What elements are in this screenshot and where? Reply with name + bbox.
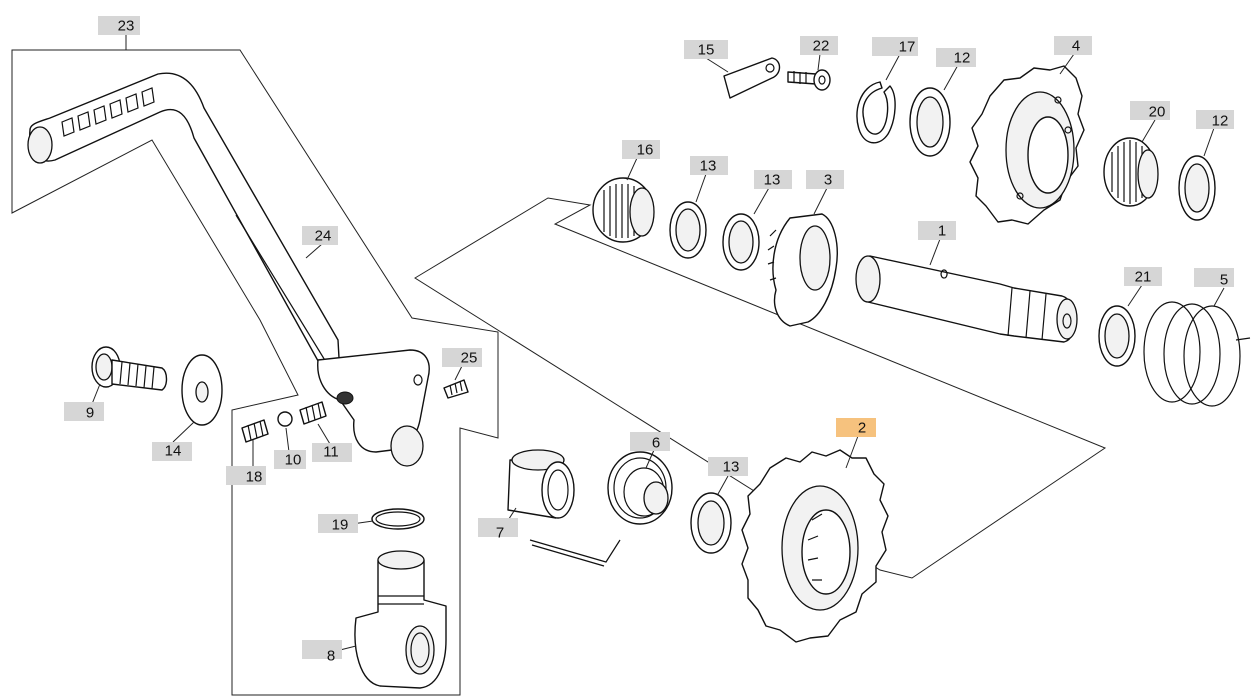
grub-screw-icon[interactable] (443, 379, 469, 399)
svg-text:22: 22 (813, 38, 830, 55)
o-ring-icon[interactable] (371, 508, 425, 530)
svg-text:13: 13 (723, 459, 740, 476)
ball-icon[interactable] (277, 411, 293, 427)
plate-icon[interactable] (723, 57, 781, 99)
svg-text:17: 17 (899, 39, 916, 56)
svg-text:23: 23 (118, 18, 135, 35)
lever-arm-icon[interactable] (317, 349, 430, 467)
svg-text:25: 25 (461, 350, 478, 367)
callout-10[interactable]: 10 (274, 450, 306, 469)
svg-text:5: 5 (1220, 272, 1228, 289)
bolt-icon[interactable] (91, 346, 168, 391)
callout-22[interactable]: 22 (800, 36, 838, 55)
callout-20[interactable]: 20 (1130, 101, 1170, 121)
callout-8[interactable]: 8 (302, 640, 342, 665)
svg-text:13: 13 (700, 158, 717, 175)
svg-text:8: 8 (327, 648, 335, 665)
callout-15[interactable]: 15 (684, 40, 728, 59)
bushing-icon[interactable] (507, 449, 575, 519)
svg-text:13: 13 (764, 172, 781, 189)
callout-4[interactable]: 4 (1054, 36, 1092, 55)
leader-lines (89, 34, 1225, 651)
callout-16[interactable]: 16 (622, 140, 660, 159)
callout-17[interactable]: 17 (872, 37, 918, 56)
svg-text:14: 14 (165, 443, 182, 460)
washer-icon[interactable] (181, 354, 223, 426)
callout-9[interactable]: 9 (64, 402, 104, 422)
callout-1[interactable]: 1 (918, 221, 956, 240)
svg-text:1: 1 (938, 223, 946, 240)
torsion-spring-icon[interactable] (529, 451, 673, 567)
callout-12-a[interactable]: 12 (936, 48, 976, 67)
svg-text:11: 11 (323, 444, 339, 461)
callout-13-a[interactable]: 13 (690, 156, 728, 175)
callout-3[interactable]: 3 (806, 170, 844, 189)
washer-icon[interactable] (909, 87, 951, 157)
callout-13-b[interactable]: 13 (754, 170, 792, 189)
svg-text:4: 4 (1072, 38, 1080, 55)
svg-text:12: 12 (954, 50, 971, 67)
callout-12-b[interactable]: 12 (1196, 110, 1234, 130)
washer-icon[interactable] (1178, 155, 1216, 221)
washer-icon[interactable] (690, 492, 732, 554)
washer-icon[interactable] (1098, 305, 1136, 367)
callout-23[interactable]: 23 (98, 16, 140, 35)
svg-text:7: 7 (496, 525, 504, 542)
callout-11[interactable]: 11 (312, 443, 352, 462)
callout-13-lower[interactable]: 13 (708, 457, 748, 476)
washer-icon[interactable] (669, 201, 707, 259)
needle-bearing-icon[interactable] (1103, 137, 1159, 207)
kick-lever-icon[interactable] (27, 72, 341, 377)
kickstart-gear-icon[interactable] (741, 449, 889, 643)
callout-25[interactable]: 25 (442, 348, 482, 367)
spring-icon[interactable] (299, 401, 327, 425)
svg-text:3: 3 (824, 172, 832, 189)
callout-5[interactable]: 5 (1194, 268, 1234, 289)
svg-text:24: 24 (315, 228, 332, 245)
svg-text:9: 9 (86, 405, 94, 422)
callout-7[interactable]: 7 (478, 518, 518, 542)
circlip-icon[interactable] (856, 81, 896, 144)
svg-text:15: 15 (698, 42, 715, 59)
idler-gear-icon[interactable] (969, 65, 1085, 225)
shaft-assembly-frame (414, 197, 1107, 579)
pedal-hub-icon[interactable] (354, 550, 447, 689)
svg-text:19: 19 (332, 517, 349, 534)
callout-2-highlighted[interactable]: 2 (836, 418, 876, 437)
washer-icon[interactable] (722, 213, 760, 271)
svg-text:2: 2 (858, 420, 866, 437)
svg-text:12: 12 (1212, 113, 1229, 130)
svg-text:16: 16 (637, 142, 654, 159)
svg-text:10: 10 (285, 452, 302, 469)
needle-bearing-icon[interactable] (592, 177, 655, 243)
lever-assembly-frame (11, 49, 499, 696)
callout-6[interactable]: 6 (630, 432, 670, 452)
svg-text:18: 18 (246, 469, 263, 486)
screw-icon[interactable] (787, 69, 831, 91)
callout-24[interactable]: 24 (302, 226, 338, 245)
return-spring-icon[interactable] (1143, 301, 1251, 407)
svg-text:6: 6 (652, 435, 660, 452)
callout-14[interactable]: 14 (152, 442, 192, 461)
svg-text:20: 20 (1149, 104, 1166, 121)
callout-19[interactable]: 19 (318, 514, 358, 534)
kickstart-shaft-icon[interactable] (855, 255, 1078, 343)
callout-18[interactable]: 18 (226, 466, 266, 486)
svg-text:21: 21 (1135, 269, 1152, 286)
spring-icon[interactable] (241, 419, 269, 443)
ratchet-icon[interactable] (767, 213, 838, 327)
callout-21[interactable]: 21 (1124, 267, 1162, 286)
